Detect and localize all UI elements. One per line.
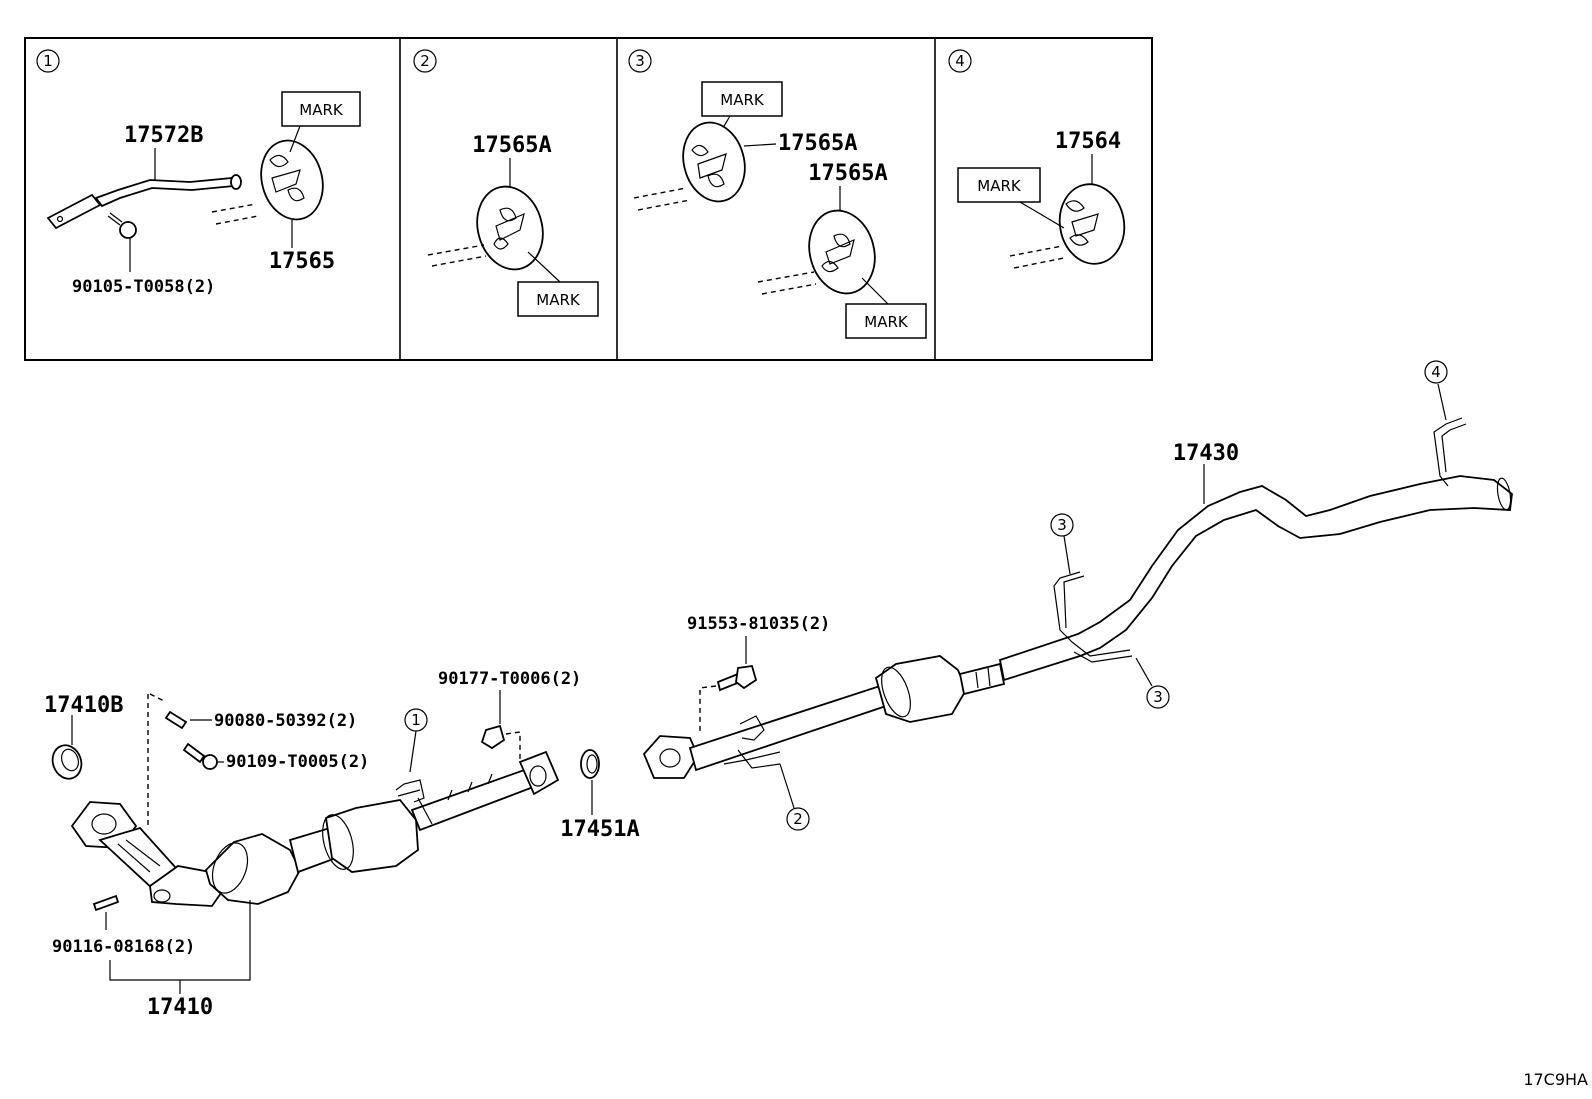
part-label-90116: 90116-08168(2) — [52, 937, 195, 957]
svg-text:2: 2 — [793, 810, 803, 828]
mark-label-panel-2: MARK — [536, 291, 581, 309]
svg-text:4: 4 — [955, 52, 965, 70]
rubber-hanger-17565a-lower-icon — [808, 209, 876, 295]
part-label-91553: 91553-81035(2) — [687, 614, 830, 634]
svg-text:2: 2 — [420, 52, 430, 70]
callout-2: 2 — [786, 807, 810, 831]
part-label-17565a-p3-upper: 17565A — [778, 131, 857, 156]
detail-panel-4: 4 17564 MARK — [948, 49, 1126, 269]
gasket-17451a-icon — [580, 749, 600, 779]
bolt-90105-icon — [107, 212, 137, 239]
callout-3-upper: 3 — [1050, 513, 1074, 537]
gasket-17410b-icon — [51, 744, 83, 780]
tail-pipe-hanger-4-icon — [1433, 417, 1467, 487]
center-pipe-hanger-2-icon — [723, 715, 781, 769]
mark-label-panel-3a: MARK — [720, 91, 765, 109]
panel-2-number: 2 — [413, 49, 437, 73]
svg-text:1: 1 — [411, 711, 421, 729]
svg-text:3: 3 — [635, 52, 645, 70]
svg-text:4: 4 — [1431, 363, 1441, 381]
mark-label-panel-3b: MARK — [864, 313, 909, 331]
bolt-91553-icon — [716, 664, 758, 692]
mark-label-panel-1: MARK — [299, 101, 344, 119]
rubber-hanger-17565a-icon — [476, 185, 544, 271]
part-label-17565a-p2: 17565A — [472, 133, 551, 158]
part-label-17410b: 17410B — [44, 693, 123, 718]
front-pipe-17410-icon — [70, 750, 560, 907]
part-label-17564: 17564 — [1055, 129, 1121, 154]
part-label-90177: 90177-T0006(2) — [438, 669, 581, 689]
part-label-17565a-p3-lower: 17565A — [808, 161, 887, 186]
nut-90177-icon — [480, 724, 506, 750]
svg-text:1: 1 — [43, 52, 53, 70]
stud-90080-icon — [164, 710, 188, 730]
panel-3-number: 3 — [628, 49, 652, 73]
stud-90116-icon — [92, 894, 120, 912]
bolt-90109-icon — [182, 742, 218, 770]
svg-text:3: 3 — [1153, 688, 1163, 706]
front-pipe-hanger-icon — [395, 779, 433, 825]
rubber-hanger-17565a-upper-icon — [682, 121, 746, 203]
rubber-hanger-17564-icon — [1058, 183, 1126, 265]
panel-4-number: 4 — [948, 49, 972, 73]
part-label-17565: 17565 — [269, 249, 335, 274]
hanger-bracket-17572b-icon — [46, 174, 242, 230]
part-label-17451a: 17451A — [560, 817, 639, 842]
mark-label-panel-4: MARK — [977, 177, 1022, 195]
rubber-hanger-17565-icon — [260, 139, 324, 221]
panel-1-number: 1 — [36, 49, 60, 73]
part-label-17410: 17410 — [147, 995, 213, 1020]
part-label-17572b: 17572B — [124, 123, 203, 148]
part-label-17430: 17430 — [1173, 441, 1239, 466]
callout-3-lower: 3 — [1146, 685, 1170, 709]
detail-panel-3: 3 MARK 17565A 17565A MARK — [628, 49, 927, 339]
detail-panel-2: 2 17565A MARK — [413, 49, 599, 317]
part-label-90109: 90109-T0005(2) — [226, 752, 369, 772]
part-label-90080: 90080-50392(2) — [214, 711, 357, 731]
callout-4: 4 — [1424, 360, 1448, 384]
tail-pipe-17430-icon — [642, 475, 1513, 779]
diagram-code: 17C9HA — [1523, 1070, 1588, 1089]
svg-text:3: 3 — [1057, 516, 1067, 534]
center-pipe-hanger-3-icon — [1053, 571, 1133, 663]
callout-1: 1 — [404, 708, 428, 732]
detail-panel-1: 1 90105-T0058(2) 17572B MARK 17565 — [36, 49, 361, 297]
part-label-90105: 90105-T0058(2) — [72, 277, 215, 297]
